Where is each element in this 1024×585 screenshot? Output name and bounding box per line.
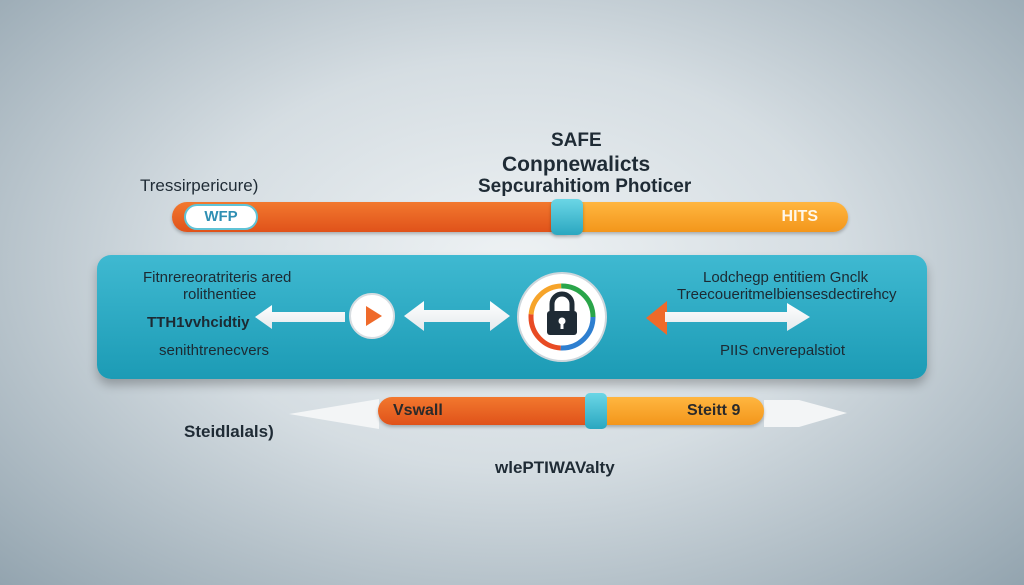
security-panel: Fitnrereoratriteris ared rolithentiee TT…	[97, 255, 927, 379]
top-left-label: Tressirpericure)	[140, 176, 259, 195]
bottom-bar-orange-label: Vswall	[393, 402, 443, 419]
bottom-bar-connector	[585, 393, 607, 429]
bottom-bar-arrows	[289, 399, 847, 429]
title-line-1: SAFE	[551, 130, 602, 151]
double-arrow-icon	[404, 301, 510, 331]
bottom-bar-yellow-label: Steitt 9	[687, 402, 741, 419]
top-bar-connector	[551, 199, 583, 235]
title-line-2: Conpnewalicts	[502, 153, 651, 176]
play-icon	[349, 293, 395, 339]
bottom-left-label: Steidlalals)	[184, 422, 274, 441]
top-bar-left-cap: WFP	[184, 204, 258, 230]
bottom-bar-orange-segment	[378, 397, 588, 425]
bottom-progress-bar: Vswall Steitt 9	[289, 393, 847, 429]
left-arrow-icon	[255, 305, 345, 329]
top-bar-yellow-segment	[582, 202, 848, 232]
panel-right-line-1: Lodchegp entitiem Gnclk	[703, 269, 869, 286]
orange-pointer-icon	[646, 301, 667, 335]
bottom-caption: wlePTIWAValty	[495, 458, 615, 477]
lock-icon	[517, 272, 607, 362]
panel-graphics	[255, 272, 810, 362]
panel-left-line-4: senithtrenecvers	[159, 342, 270, 359]
top-bar-right-label: HITS	[781, 208, 818, 225]
title-line-3: Sepcurahitiom Photicer	[478, 176, 692, 197]
panel-left-line-1: Fitnrereoratriteris ared	[143, 269, 292, 286]
panel-right-line-3: PIIS cnverepalstiot	[720, 342, 846, 359]
right-arrow-icon	[665, 303, 810, 331]
panel-left-line-3: TTH1vvhcidtiy	[147, 314, 250, 331]
bottom-bar-yellow-segment	[604, 397, 764, 425]
panel-left-line-2: rolithentiee	[183, 286, 257, 303]
top-progress-bar: WFP HITS	[172, 199, 848, 235]
panel-right-line-2: Treecoueritmelbiensesdectirehcy	[677, 286, 897, 303]
